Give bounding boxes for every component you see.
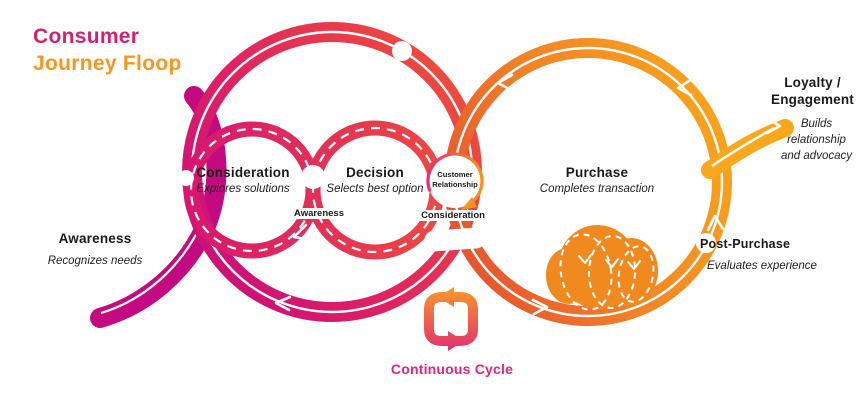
decision-sublabel: Selects best option [326,183,424,195]
post-purchase-label: Post-Purchase [700,237,791,251]
awareness-flow-arrow [292,223,308,241]
consideration-label: Consideration [196,165,290,180]
node-post-purchase [696,233,716,253]
pink-loop-arrow [274,295,292,312]
purchase-label: Purchase [565,165,629,180]
awareness-label: Awareness [58,231,132,246]
post-purchase-scribble [545,225,659,311]
customer-relationship-line2: Relationship [432,179,478,189]
loyalty-label: Loyalty / Engagement [765,74,860,108]
purchase-sublabel: Completes transaction [539,183,655,195]
decision-label: Decision [346,165,404,180]
awareness-sublabel: Recognizes needs [47,255,143,267]
post-purchase-sublabel: Evaluates experience [707,260,817,272]
loyalty-sub-line1: Builds [800,118,833,130]
diagram-title-line1: Consumer [33,25,140,48]
consideration-sublabel: Explores solutions [196,183,290,195]
loyalty-branch [701,117,794,179]
loyalty-sub-line2: relationship [787,134,846,146]
loyalty-label-line2: Engagement [770,92,854,107]
consideration-small-label: Consideration [407,210,499,221]
node-top [392,41,412,61]
loyalty-arrow [765,117,782,135]
loyalty-sublabel: Builds relationship and advocacy [773,116,860,164]
node-consideration-decision [301,165,325,189]
orange-loop-arrow-top-left [496,73,514,92]
customer-relationship-label: Customer Relationship [427,170,483,189]
diagram-title-line2: Journey Floop [33,52,182,75]
customer-relationship-line1: Customer [437,170,473,179]
loyalty-label-line1: Loyalty / [784,75,841,90]
orange-loop-arrow-bottom [531,298,549,316]
awareness-small-label: Awareness [282,208,356,219]
continuous-cycle-icon [424,287,478,351]
customer-relationship-arrow [461,197,477,210]
loyalty-sub-line3: and advocacy [781,150,852,162]
orange-loop-arrow-top-right [676,77,694,97]
node-awareness [178,170,194,186]
customer-relationship-node [426,152,484,210]
continuous-cycle-label: Continuous Cycle [390,361,514,377]
orange-loop-arrow-right [706,214,725,232]
crossing-bridge [424,227,486,252]
